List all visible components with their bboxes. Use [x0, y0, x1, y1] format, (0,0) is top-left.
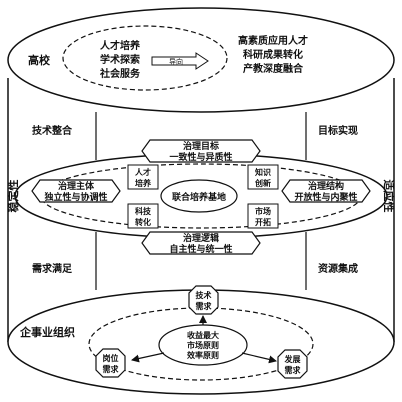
quadrant-market-expansion: 市场 开拓 — [247, 203, 279, 229]
connector-right-bottom-label: 资源集成 — [318, 262, 358, 275]
top-right-item-1: 高素质应用人才 — [238, 34, 308, 47]
quadrant-talent-training: 人才 培养 — [127, 164, 159, 190]
connector-left-bottom-label: 需求满足 — [32, 262, 73, 275]
quadrant-market-line1: 市场 — [255, 206, 271, 216]
top-inner-item-2: 学术探索 — [100, 53, 140, 66]
joint-training-base-node: 联合培养基地 — [160, 179, 238, 213]
job-need-node: 岗位 需求 — [95, 348, 126, 378]
bottom-center-node: 收益最大 市场原则 效率原则 — [158, 324, 248, 366]
bottom-label: 企事业组织 — [19, 325, 75, 339]
guide-arrow: 导向 — [151, 52, 209, 70]
governance-structure-subtitle: 开放性与内聚性 — [294, 191, 357, 203]
governance-goal-subtitle: 一致性与异质性 — [169, 151, 232, 163]
top-inner-dashed-ellipse — [62, 25, 228, 91]
dev-need-line1: 发展 — [284, 354, 301, 364]
governance-subject-box: 治理主体 独立性与协调性 — [31, 179, 121, 203]
connector-left-top-label: 技术整合 — [32, 124, 73, 137]
bottom-center-item-2: 市场原则 — [187, 340, 219, 350]
governance-goal-box: 治理目标 一致性与异质性 — [141, 139, 261, 163]
top-right-item-3: 产教深度融合 — [243, 62, 304, 75]
governance-subject-subtitle: 独立性与协调性 — [43, 191, 107, 203]
governance-structure-title: 治理结构 — [308, 180, 344, 192]
connector-right-top-label: 目标实现 — [318, 124, 358, 137]
bottom-center-item-1: 收益最大 — [187, 330, 219, 340]
side-label-left: 稳定性 — [6, 180, 20, 213]
quadrant-talent-line1: 人才 — [135, 167, 151, 177]
quadrant-talent-line2: 培养 — [135, 178, 151, 188]
dev-need-node: 发展 需求 — [277, 349, 308, 379]
quadrant-tech-line1: 科技 — [135, 206, 152, 216]
governance-logic-subtitle: 自主性与统一性 — [169, 243, 232, 255]
tech-need-line2: 需求 — [196, 301, 213, 311]
job-need-line1: 岗位 — [103, 353, 119, 363]
tech-need-node: 技术 需求 — [188, 285, 219, 315]
quadrant-knowledge-innovation: 知识 创新 — [247, 164, 279, 190]
governance-logic-box: 治理逻辑 自主性与统一性 — [141, 231, 261, 255]
governance-logic-title: 治理逻辑 — [183, 232, 219, 244]
top-inner-item-1: 人才培养 — [100, 39, 141, 52]
quadrant-market-line2: 开拓 — [255, 217, 271, 227]
tech-need-line1: 技术 — [196, 290, 212, 300]
side-label-right: 适应性 — [382, 180, 396, 213]
bottom-center-item-3: 效率原则 — [187, 350, 219, 360]
quadrant-knowledge-line2: 创新 — [254, 178, 271, 188]
top-label: 高校 — [28, 53, 51, 67]
quadrant-tech-line2: 转化 — [135, 217, 151, 227]
joint-training-base-label: 联合培养基地 — [172, 191, 226, 203]
guide-label: 导向 — [169, 57, 183, 66]
dev-need-line2: 需求 — [285, 365, 302, 375]
governance-structure-box: 治理结构 开放性与内聚性 — [281, 179, 371, 203]
top-inner-item-3: 社会服务 — [99, 67, 141, 80]
governance-subject-title: 治理主体 — [58, 180, 95, 192]
governance-goal-title: 治理目标 — [183, 140, 219, 152]
top-right-item-2: 科研成果转化 — [243, 48, 303, 61]
quadrant-tech-transfer: 科技 转化 — [127, 203, 159, 229]
arrow-to-dev-need — [241, 352, 277, 364]
job-need-line2: 需求 — [103, 364, 120, 374]
arrow-to-job-need — [131, 352, 165, 363]
quadrant-knowledge-line1: 知识 — [255, 167, 271, 177]
